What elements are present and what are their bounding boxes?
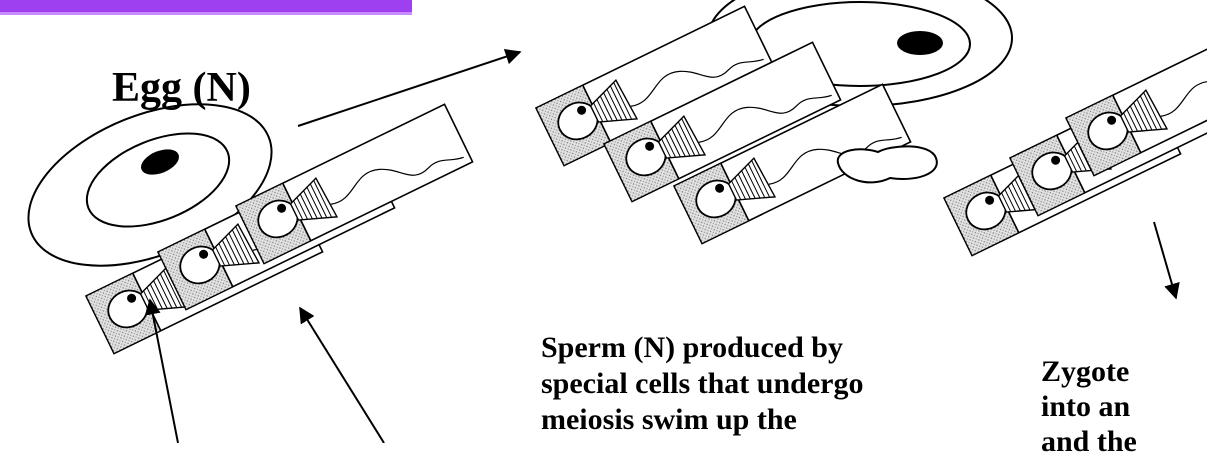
zygote-caption-line-2: into an — [1041, 389, 1130, 425]
sperm-caption-line-1: Sperm (N) produced by — [541, 330, 843, 366]
arrow-to-fertilization — [298, 52, 520, 126]
sperm-caption-line-3: meiosis swim up the — [541, 402, 797, 438]
zygote-caption-line-1: Zygote — [1041, 354, 1129, 390]
sperm-cell — [1066, 16, 1207, 175]
pointer-arrow-2 — [300, 308, 384, 443]
zygote — [838, 146, 937, 182]
zygote-caption-line-3: and the — [1041, 424, 1137, 460]
sperm-caption-line-2: special cells that undergo — [541, 366, 864, 402]
egg-label: Egg (N) — [112, 64, 251, 112]
diagram-canvas: Egg (N) Sperm (N) produced by special ce… — [0, 0, 1207, 443]
sperm-cell — [236, 104, 473, 263]
arrow-to-zygote — [1154, 222, 1176, 298]
